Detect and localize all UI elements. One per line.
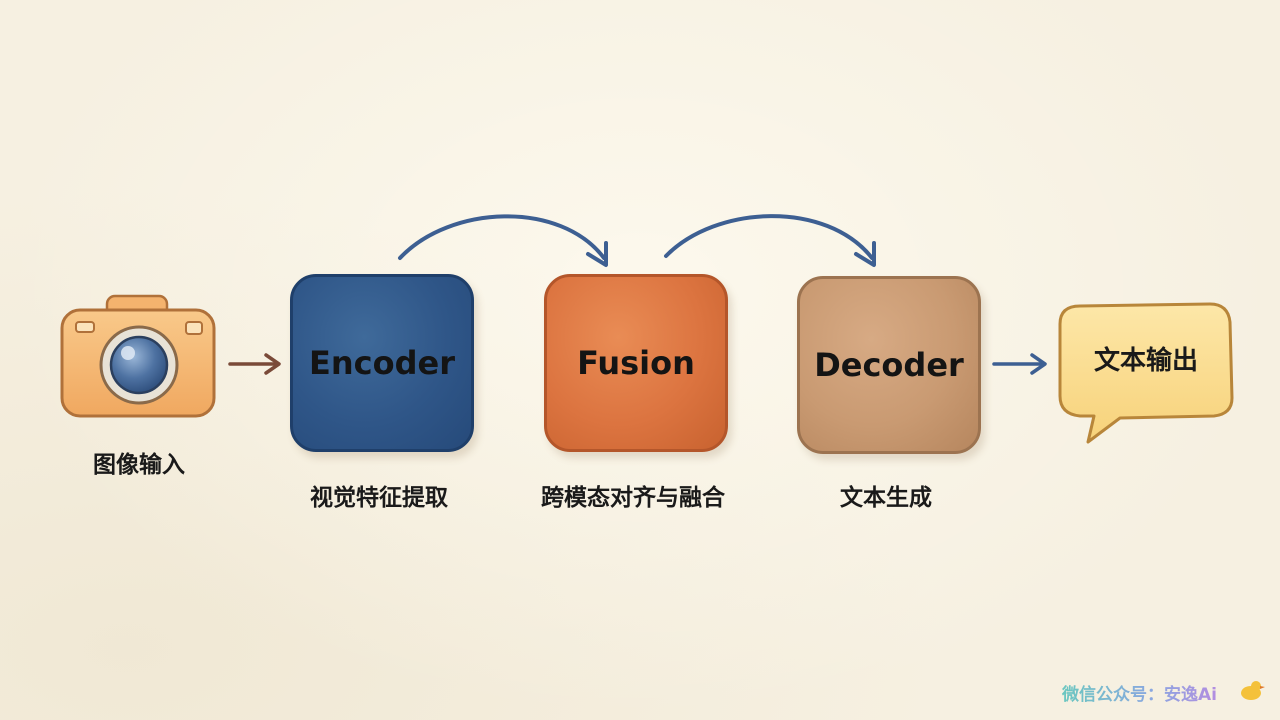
input-label: 图像输入 (93, 452, 185, 478)
arrow-encoder-to-fusion (398, 214, 608, 267)
fusion-block: Fusion (544, 274, 728, 452)
output-label: 文本输出 (1093, 346, 1198, 376)
arrow-fusion-to-decoder (664, 214, 876, 267)
encoder-title: Encoder (309, 344, 455, 382)
watermark: 微信公众号：安逸Ai (1062, 680, 1262, 705)
decoder-title: Decoder (814, 346, 964, 384)
duck-icon (1241, 681, 1265, 700)
encoder-caption: 视觉特征提取 (310, 485, 448, 511)
encoder-block: Encoder (290, 274, 474, 452)
camera-icon (60, 294, 216, 418)
fusion-caption: 跨模态对齐与融合 (541, 485, 725, 511)
arrow-decoder-to-output (992, 353, 1047, 375)
decoder-caption: 文本生成 (840, 485, 932, 511)
fusion-title: Fusion (577, 344, 695, 382)
arrow-input-to-encoder (228, 353, 281, 375)
decoder-block: Decoder (797, 276, 981, 454)
speech-bubble-icon (1058, 302, 1234, 444)
